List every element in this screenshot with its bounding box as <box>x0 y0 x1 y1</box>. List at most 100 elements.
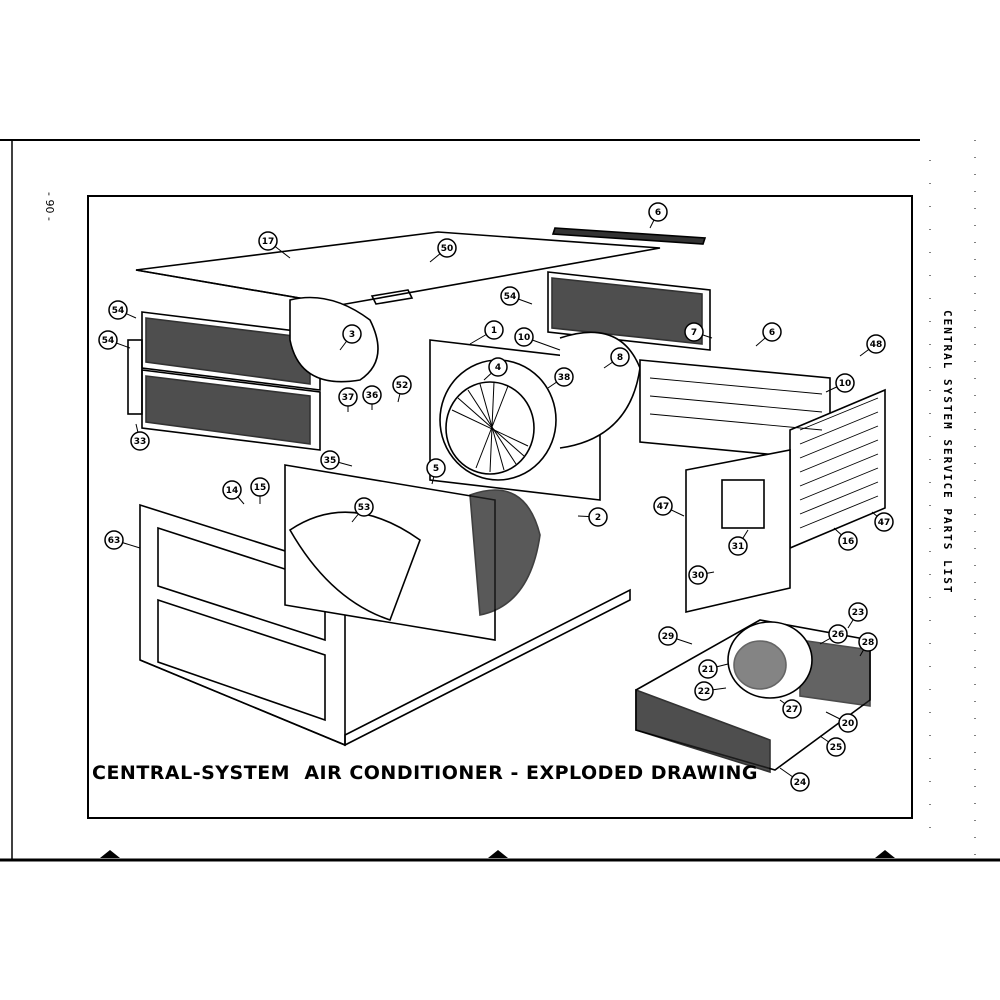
callout-bubble <box>790 772 810 792</box>
callout-bubble <box>108 300 128 320</box>
callout-c-25: 25 <box>819 735 846 757</box>
access-panel <box>685 449 791 614</box>
callout-c-27: 27 <box>779 699 802 719</box>
left-evaporator-coils <box>127 311 321 451</box>
callout-bubble <box>828 624 848 644</box>
callout-label: 20 <box>842 719 855 729</box>
callout-c-24: 24 <box>779 767 810 792</box>
callout-bubble <box>684 322 704 342</box>
upper-condenser-coil <box>547 271 711 351</box>
callout-bubble <box>392 375 412 395</box>
callout-c-28: 28 <box>858 632 878 657</box>
base-frame <box>139 464 631 747</box>
callout-label: 50 <box>441 244 454 254</box>
callout-c-5: 5 <box>426 458 446 485</box>
callout-c-7: 7 <box>684 322 713 342</box>
callout-c-54c: 54 <box>500 286 533 306</box>
callout-bubble <box>782 699 802 719</box>
callout-label: 1 <box>491 326 497 336</box>
callout-label: 63 <box>108 536 121 546</box>
callout-label: 27 <box>786 705 799 715</box>
callout-c-6a: 6 <box>648 202 668 229</box>
callout-c-54b: 54 <box>98 330 131 350</box>
callout-label: 3 <box>349 330 355 340</box>
callout-c-16: 16 <box>833 527 858 551</box>
top-cover <box>135 227 707 306</box>
callout-label: 47 <box>657 502 670 512</box>
callout-c-38: 38 <box>547 367 574 389</box>
callout-label: 52 <box>396 381 409 391</box>
callout-c-53: 53 <box>351 497 374 523</box>
callout-c-10b: 10 <box>825 373 855 393</box>
callout-bubble <box>835 373 855 393</box>
callout-c-14: 14 <box>222 480 245 505</box>
callout-bubble <box>484 320 504 340</box>
callout-bubble <box>838 531 858 551</box>
callout-c-26a: 26 <box>819 624 848 645</box>
drawing-caption: CENTRAL-SYSTEM AIR CONDITIONER - EXPLODE… <box>92 762 759 784</box>
callout-c-52: 52 <box>392 375 412 403</box>
callout-c-48: 48 <box>859 334 886 357</box>
callout-c-21: 21 <box>698 659 729 679</box>
callout-label: 54 <box>504 292 517 302</box>
callout-label: 33 <box>134 437 147 447</box>
callout-bubble <box>488 357 508 377</box>
callout-bubble <box>250 477 270 497</box>
drawing-frame <box>87 195 913 819</box>
callout-label: 6 <box>655 208 661 218</box>
callout-bubble <box>648 202 668 222</box>
callout-label: 25 <box>830 743 843 753</box>
callout-bubble <box>653 496 673 516</box>
callout-c-6b: 6 <box>755 322 782 347</box>
callout-c-33: 33 <box>130 423 150 451</box>
callout-label: 48 <box>870 340 883 350</box>
callout-bubble <box>838 713 858 733</box>
callout-label: 8 <box>617 353 623 363</box>
callout-c-29: 29 <box>658 626 693 646</box>
callout-bubble <box>826 737 846 757</box>
callout-c-47b: 47 <box>871 511 894 532</box>
callout-label: 26 <box>832 630 845 640</box>
callout-c-63: 63 <box>104 530 141 550</box>
callout-bubble <box>698 659 718 679</box>
callout-label: 22 <box>698 687 711 697</box>
binding-marks <box>100 850 895 858</box>
callout-label: 16 <box>842 537 855 547</box>
callout-label: 38 <box>558 373 571 383</box>
callout-bubble <box>610 347 630 367</box>
callout-bubble <box>858 632 878 652</box>
callout-bubble <box>362 385 382 405</box>
callout-c-8: 8 <box>603 347 630 369</box>
callout-label: 23 <box>852 608 865 618</box>
callout-c-47a: 47 <box>653 496 685 517</box>
callout-bubble <box>688 565 708 585</box>
callout-bubble <box>658 626 678 646</box>
callout-c-54a: 54 <box>108 300 137 320</box>
callout-label: 15 <box>254 483 267 493</box>
callout-label: 14 <box>226 486 239 496</box>
callout-bubble <box>342 324 362 344</box>
callout-label: 30 <box>692 571 705 581</box>
callout-label: 10 <box>839 379 852 389</box>
callout-bubble <box>514 327 534 347</box>
callout-label: 54 <box>102 336 115 346</box>
callout-label: 36 <box>366 391 379 401</box>
callout-bubble <box>98 330 118 350</box>
callout-bubble <box>258 231 278 251</box>
callout-label: 7 <box>691 328 697 338</box>
callout-c-17: 17 <box>258 231 291 259</box>
callout-c-20: 20 <box>825 711 858 733</box>
condenser-grille <box>639 359 886 550</box>
callout-c-30: 30 <box>688 565 715 585</box>
callout-label: 31 <box>732 542 745 552</box>
callout-label: 21 <box>702 665 715 675</box>
callout-c-37: 37 <box>338 387 358 412</box>
callout-label: 37 <box>342 393 355 403</box>
callout-bubble <box>104 530 124 550</box>
callout-label: 10 <box>518 333 531 343</box>
callout-bubble <box>130 431 150 451</box>
callout-label: 35 <box>324 456 337 466</box>
callout-bubble <box>426 458 446 478</box>
